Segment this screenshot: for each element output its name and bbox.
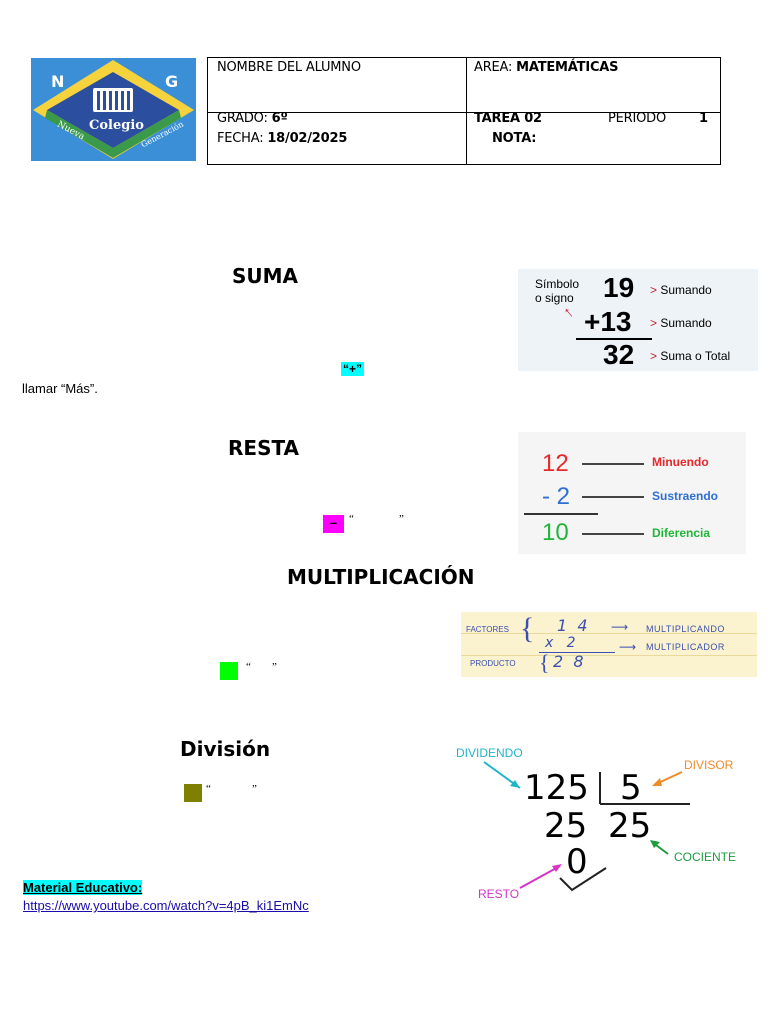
material-label: Material Educativo: <box>23 880 143 895</box>
student-info-table: NOMBRE DEL ALUMNO AREA: MATEMÁTICAS GRAD… <box>207 57 721 165</box>
resta-label-2: Sustraendo <box>652 489 719 503</box>
logo-letter-n: N <box>51 72 65 91</box>
division-symbol-box <box>184 784 202 802</box>
resta-n2: - 2 <box>542 483 571 510</box>
dividend-number: 125 <box>524 768 589 808</box>
divisor-number: 5 <box>620 768 642 808</box>
suma-n2: +13 <box>584 306 632 337</box>
division-arrows <box>483 761 690 892</box>
youtube-link[interactable]: https://www.youtube.com/watch?v=4pB_ki1E… <box>23 898 309 913</box>
student-name-label: NOMBRE DEL ALUMNO <box>217 60 361 75</box>
resta-figure: 12 - 2 10 Minuendo Sustraendo Diferencia <box>518 432 746 554</box>
suma-label-3: > Suma o Total <box>650 349 731 363</box>
grade-cell: GRADO: 6º <box>217 111 288 126</box>
division-figure: DIVIDENDO 125 5 DIVISOR 25 25 COCIENTE 0… <box>448 738 748 908</box>
resta-label-3: Diferencia <box>652 526 711 540</box>
mult-figure: FACTORES PRODUCTO { { 1 4 x 2 2 8 ⟶ ⟶ MU… <box>461 612 757 677</box>
dividendo-label: DIVIDENDO <box>456 746 523 760</box>
suma-n1: 19 <box>603 272 635 303</box>
resta-quote-open: “ <box>349 513 354 525</box>
symbol-label-1: Símbolo <box>535 277 580 291</box>
resta-title: RESTA <box>228 436 300 460</box>
mult-quote-open: “ <box>246 661 251 673</box>
resta-symbol: – <box>323 515 344 533</box>
resta-n3: 10 <box>542 519 569 546</box>
suma-title: SUMA <box>232 264 299 288</box>
date-cell: FECHA: 18/02/2025 <box>217 131 347 146</box>
arrow-icon: ↑ <box>560 303 578 322</box>
divisor-label: DIVISOR <box>684 758 734 772</box>
area-cell: AREA: MATEMÁTICAS <box>474 60 619 75</box>
mult-quote-close: ” <box>272 661 277 673</box>
quotient-number: 25 <box>608 806 652 846</box>
resta-quote-close: ” <box>399 513 404 525</box>
mult-label-1: MULTIPLICANDO <box>646 624 725 634</box>
logo-letter-g: G <box>165 72 179 91</box>
suma-figure: Símbolo o signo 19 +13 32 ↑ > Sumando > … <box>518 269 758 371</box>
period-value: 1 <box>699 111 708 126</box>
logo-school-name: Colegio <box>89 118 144 133</box>
resto-label: RESTO <box>478 887 520 901</box>
area-value: MATEMÁTICAS <box>516 60 619 75</box>
division-title: División <box>180 737 271 761</box>
mult-n3: 2 8 <box>553 652 584 671</box>
multiplicacion-symbol-box <box>220 662 238 680</box>
rest-number: 0 <box>566 842 588 882</box>
suma-n3: 32 <box>603 339 635 370</box>
suma-symbol: “+” <box>341 362 365 376</box>
task-label: TAREA 02 <box>474 111 542 126</box>
date-label: FECHA: <box>217 131 264 146</box>
resta-n1: 12 <box>542 450 569 477</box>
mult-label-2: MULTIPLICADOR <box>646 642 725 652</box>
resta-label-1: Minuendo <box>652 455 709 469</box>
mult-n1: 1 4 <box>557 616 588 635</box>
factores-label: FACTORES <box>466 625 509 634</box>
period-label: PERIODO <box>608 111 666 126</box>
symbol-label-2: o signo <box>535 291 574 305</box>
suma-text: llamar “Más”. <box>22 381 98 396</box>
school-logo: N G Colegio Nueva Generación <box>31 58 196 161</box>
grade-label: GRADO: <box>217 111 268 126</box>
div-quote-open: “ <box>206 783 211 795</box>
grade-note-label: NOTA: <box>492 131 537 146</box>
div-quote-close: ” <box>252 783 257 795</box>
producto-label: PRODUCTO <box>470 659 516 668</box>
area-label: AREA: <box>474 60 513 75</box>
grade-value: 6º <box>271 111 288 126</box>
mult-n2: x 2 <box>545 635 576 651</box>
subtraction-number: 25 <box>544 806 588 846</box>
date-value: 18/02/2025 <box>267 131 348 146</box>
suma-label-1: > Sumando <box>650 283 712 297</box>
cociente-label: COCIENTE <box>674 850 737 864</box>
suma-label-2: > Sumando <box>650 316 712 330</box>
multiplicacion-title: MULTIPLICACIÓN <box>287 565 475 589</box>
